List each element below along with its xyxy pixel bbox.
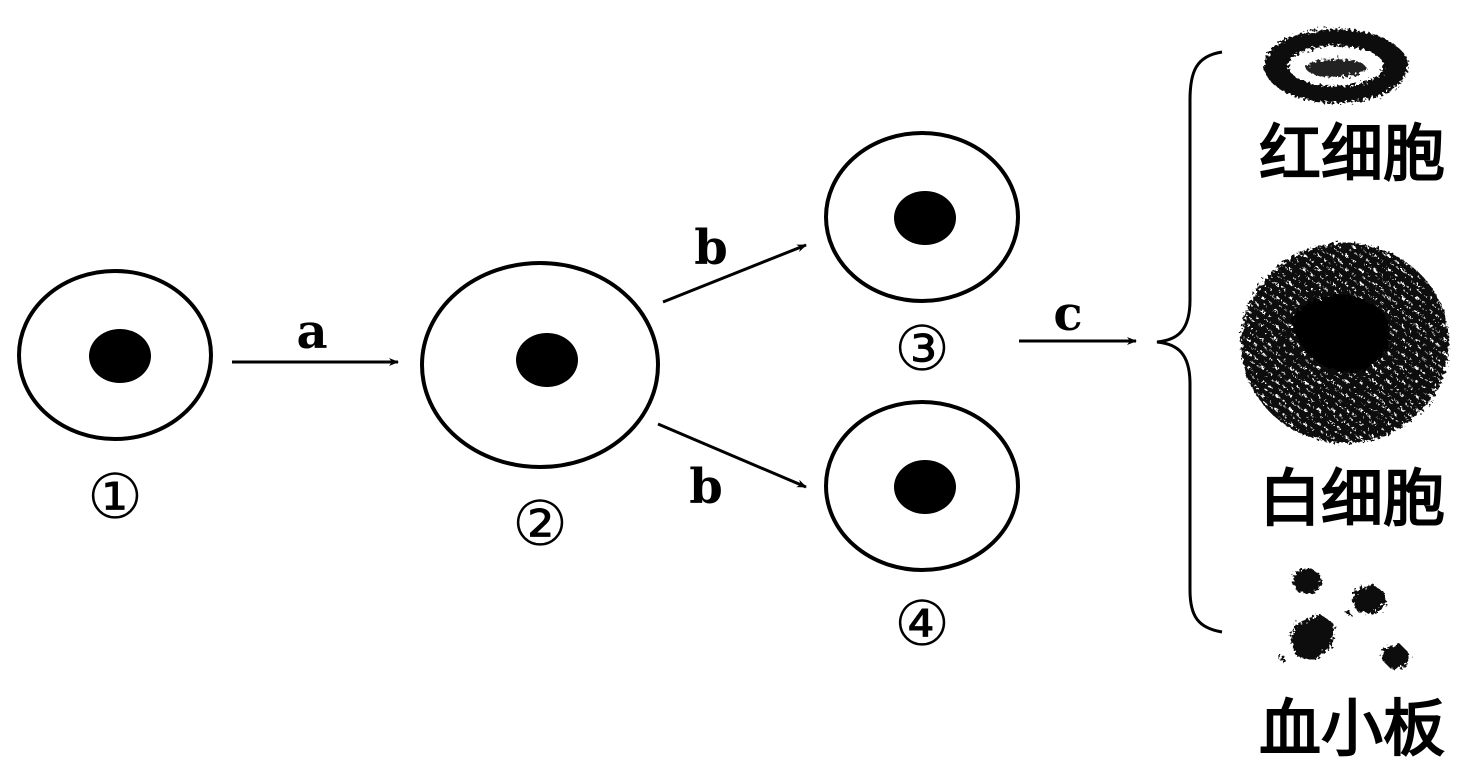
curly-brace xyxy=(1156,50,1223,634)
platelets-image xyxy=(1279,568,1410,670)
cell-1 xyxy=(17,269,213,441)
step-b-upper-label: b xyxy=(694,220,728,276)
nucleus xyxy=(89,329,151,383)
cell-4 xyxy=(824,400,1020,572)
nucleus xyxy=(516,333,578,387)
step-c-label: c xyxy=(1053,286,1082,342)
white-blood-cell-label: 白细胞 xyxy=(1259,462,1445,535)
red-blood-cell-image xyxy=(1264,29,1408,103)
step-b-lower-label: b xyxy=(689,459,723,515)
cell-4-label: ④ xyxy=(894,587,950,660)
platelets-label: 血小板 xyxy=(1259,692,1445,765)
nucleus xyxy=(894,191,956,245)
cell-1-label: ① xyxy=(87,460,143,533)
cell-3 xyxy=(824,131,1020,303)
nucleus xyxy=(894,460,956,514)
cell-2-label: ② xyxy=(512,487,568,560)
arrow-b-upper xyxy=(662,243,807,304)
arrow-b-lower xyxy=(657,422,807,489)
cell-3-label: ③ xyxy=(894,312,950,385)
red-blood-cell-label: 红细胞 xyxy=(1259,117,1445,190)
step-a-label: a xyxy=(296,304,327,360)
cell-2 xyxy=(420,261,660,469)
white-blood-cell-image xyxy=(1241,243,1449,443)
